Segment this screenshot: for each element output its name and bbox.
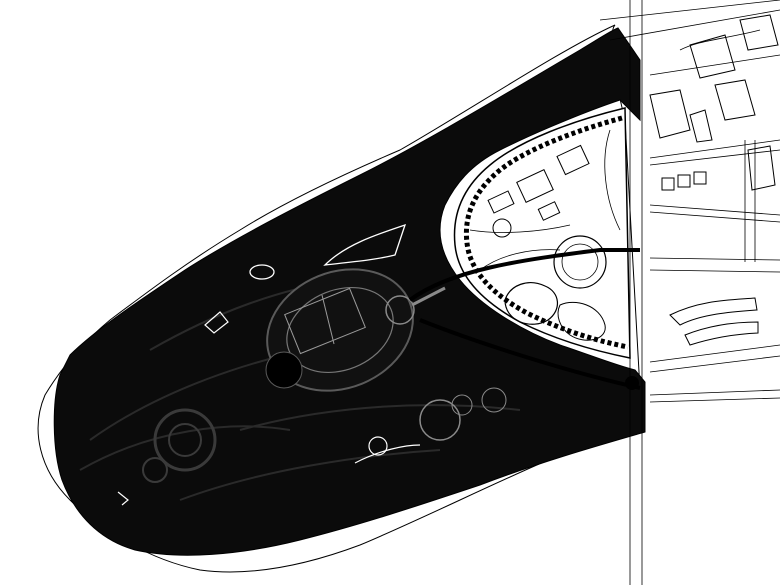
park-building-3 bbox=[487, 190, 515, 214]
park-path-2 bbox=[604, 129, 621, 231]
outer-shoreline bbox=[37, 24, 641, 573]
interior-curve-5 bbox=[179, 449, 441, 501]
round-pavilion bbox=[492, 218, 512, 238]
white-feature-top bbox=[249, 264, 275, 280]
lake-organic bbox=[504, 282, 558, 325]
central-oval-inner bbox=[286, 286, 394, 374]
lake-organic-2 bbox=[557, 301, 606, 341]
white-arc-upper bbox=[323, 223, 407, 266]
road-node bbox=[625, 376, 639, 390]
round-structure-1 bbox=[419, 399, 461, 441]
park-path-3 bbox=[469, 224, 571, 233]
park-building-2 bbox=[556, 144, 590, 176]
dark-circle bbox=[265, 351, 303, 389]
white-feature-tip bbox=[117, 491, 129, 506]
urban-buildings bbox=[649, 14, 779, 346]
sports-field-midline bbox=[321, 294, 335, 345]
garden-loop-outer bbox=[153, 408, 217, 472]
round-structure-3 bbox=[481, 387, 507, 413]
interior-curve-4 bbox=[239, 404, 521, 431]
black-arc-lower bbox=[419, 318, 641, 390]
black-arc-upper bbox=[408, 248, 640, 302]
park-path-1 bbox=[479, 249, 561, 271]
park-building-1 bbox=[516, 169, 554, 203]
lake-round-inner bbox=[561, 243, 599, 281]
park-building-4 bbox=[537, 201, 561, 221]
white-arc-lower bbox=[354, 444, 421, 464]
connector-path bbox=[411, 286, 446, 307]
connector-plaza bbox=[385, 295, 415, 325]
white-feature-left bbox=[204, 311, 229, 334]
round-structure-2 bbox=[451, 394, 473, 416]
interior-curve-2 bbox=[79, 425, 291, 471]
garden-loop-inner bbox=[168, 423, 202, 457]
garden-loop-2 bbox=[142, 457, 168, 483]
lake-round bbox=[553, 235, 607, 289]
urban-grid bbox=[599, 0, 780, 585]
white-feature-bottom bbox=[368, 436, 388, 456]
